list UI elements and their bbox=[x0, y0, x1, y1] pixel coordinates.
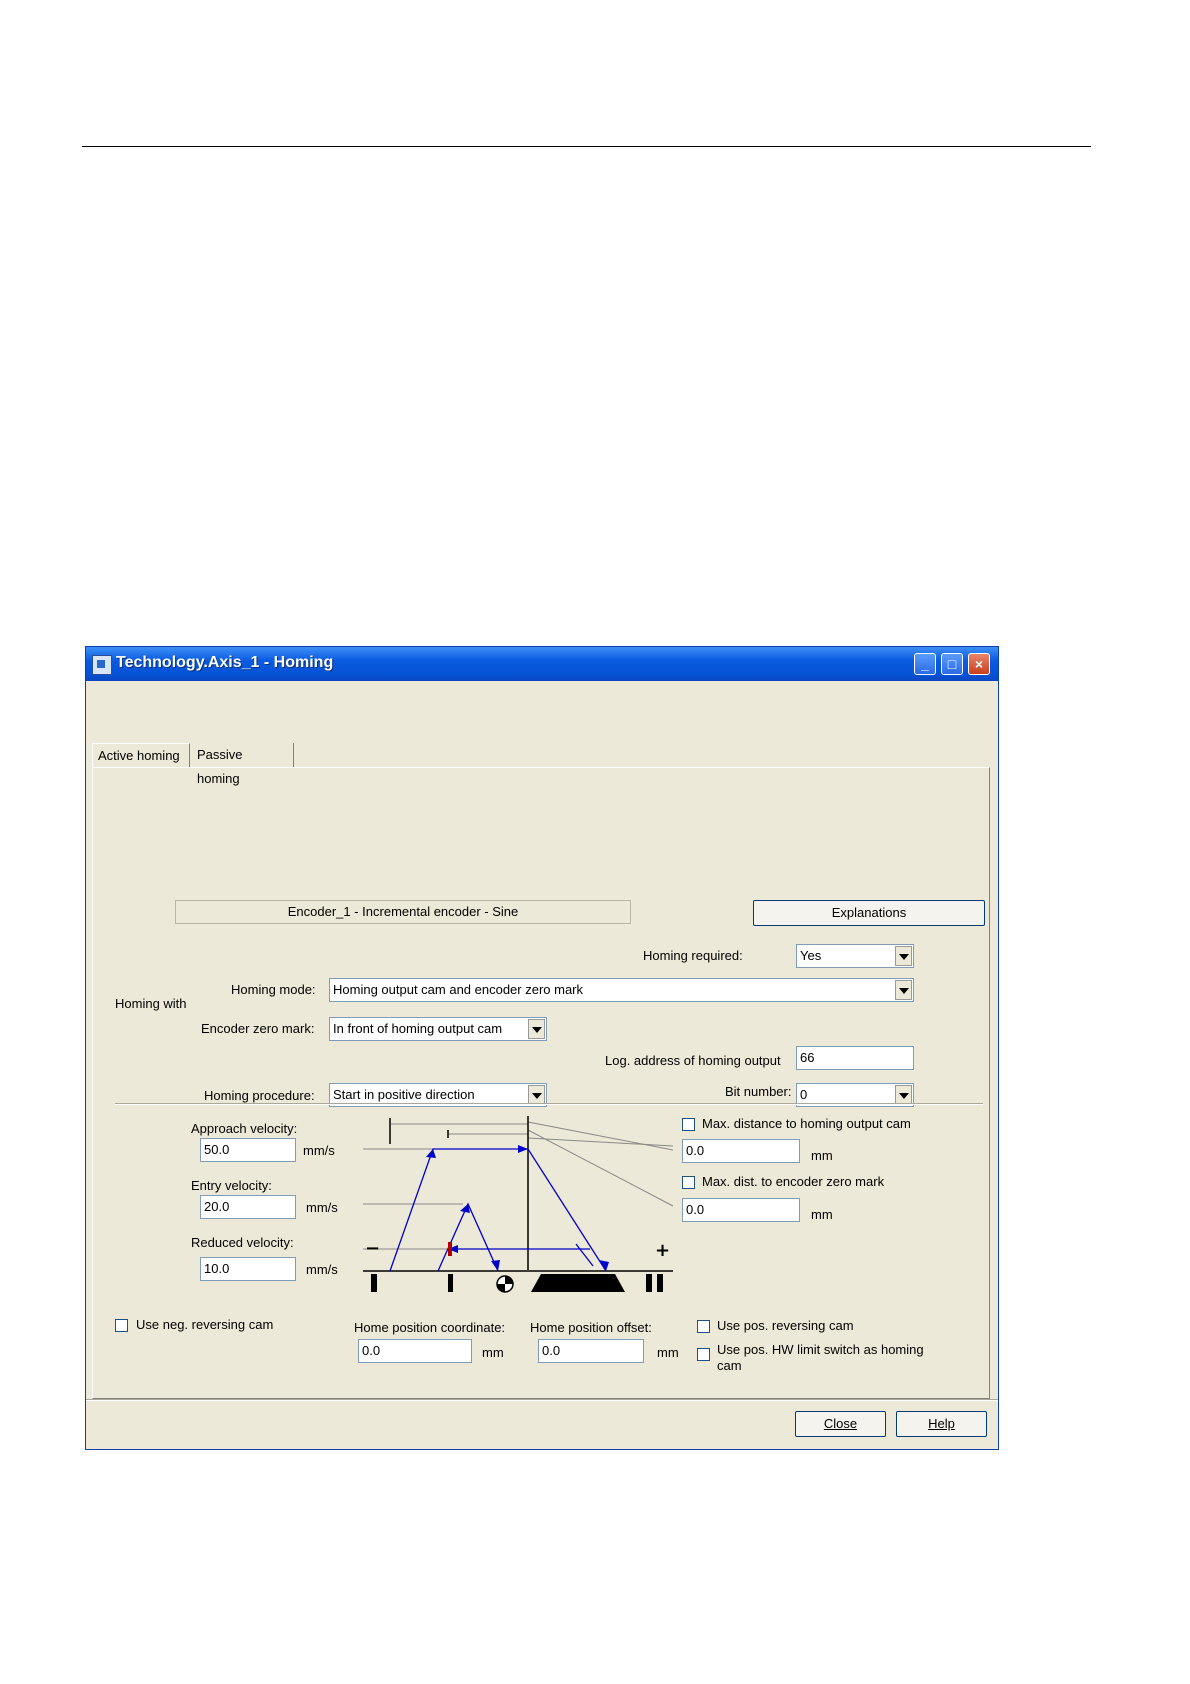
homing-mode-value: Homing output cam and encoder zero mark bbox=[333, 982, 584, 997]
reduced-velocity-unit: mm/s bbox=[306, 1262, 338, 1277]
tab-active-homing[interactable]: Active homing bbox=[92, 743, 190, 767]
encoder-zero-mark-label: Encoder zero mark: bbox=[201, 1021, 315, 1036]
footer-divider bbox=[86, 1399, 998, 1401]
diagram-arrowheads bbox=[426, 1145, 609, 1271]
close-button[interactable]: Close bbox=[795, 1411, 886, 1437]
bit-number-value: 0 bbox=[800, 1087, 808, 1102]
approach-velocity-input[interactable]: 50.0 bbox=[200, 1138, 296, 1162]
max-distance-zero-input[interactable]: 0.0 bbox=[682, 1198, 800, 1222]
help-button[interactable]: Help bbox=[896, 1411, 987, 1437]
home-position-offset-unit: mm bbox=[657, 1345, 679, 1360]
diagram-motion-arrows bbox=[389, 1148, 607, 1272]
page-header-rule bbox=[82, 146, 1091, 147]
homing-mode-select[interactable]: Homing output cam and encoder zero mark bbox=[329, 978, 914, 1002]
chevron-down-icon[interactable] bbox=[895, 1085, 912, 1105]
max-distance-cam-input[interactable]: 0.0 bbox=[682, 1139, 800, 1163]
use-neg-reversing-cam-checkbox[interactable] bbox=[115, 1319, 128, 1332]
window-title: Technology.Axis_1 - Homing bbox=[116, 654, 334, 671]
max-distance-cam-checkbox[interactable] bbox=[682, 1118, 695, 1131]
use-pos-hw-limit-checkbox[interactable] bbox=[697, 1348, 710, 1361]
home-position-offset-input[interactable]: 0.0 bbox=[538, 1339, 644, 1363]
diagram-zero-mark bbox=[448, 1242, 452, 1256]
max-distance-zero-unit: mm bbox=[811, 1207, 833, 1222]
bit-number-label: Bit number: bbox=[725, 1084, 792, 1099]
reduced-velocity-input[interactable]: 10.0 bbox=[200, 1257, 296, 1281]
tab-passive-homing[interactable]: Passive homing bbox=[192, 743, 294, 786]
chevron-down-icon[interactable] bbox=[895, 946, 912, 966]
home-position-coordinate-unit: mm bbox=[482, 1345, 504, 1360]
diagram-pos-limit-1 bbox=[646, 1274, 652, 1292]
chevron-down-icon[interactable] bbox=[895, 980, 912, 1000]
use-pos-hw-limit-label-line2: cam bbox=[717, 1358, 742, 1373]
help-button-label: Help bbox=[928, 1416, 955, 1431]
diagram-pos-limit-2 bbox=[657, 1274, 663, 1292]
homing-procedure-value: Start in positive direction bbox=[333, 1087, 475, 1102]
approach-velocity-unit: mm/s bbox=[303, 1143, 335, 1158]
approach-velocity-label: Approach velocity: bbox=[191, 1121, 298, 1136]
homing-mode-label: Homing mode: bbox=[231, 982, 316, 997]
diagram-neg-limit bbox=[371, 1274, 377, 1292]
use-pos-reversing-cam-checkbox[interactable] bbox=[697, 1320, 710, 1333]
max-distance-zero-checkbox[interactable] bbox=[682, 1176, 695, 1189]
homing-sequence-diagram: − + bbox=[363, 1116, 673, 1293]
log-address-input[interactable]: 66 bbox=[796, 1046, 914, 1070]
diagram-minus-sign: − bbox=[365, 1238, 380, 1259]
use-pos-reversing-cam-label: Use pos. reversing cam bbox=[717, 1318, 854, 1333]
chevron-down-icon[interactable] bbox=[528, 1085, 545, 1105]
diagram-homing-cam bbox=[531, 1274, 625, 1292]
max-distance-zero-label: Max. dist. to encoder zero mark bbox=[702, 1174, 885, 1189]
homing-required-label: Homing required: bbox=[643, 948, 743, 963]
use-pos-hw-limit-label-line1: Use pos. HW limit switch as homing bbox=[717, 1342, 924, 1357]
diagram-plus-sign: + bbox=[655, 1240, 670, 1261]
homing-dialog: Technology.Axis_1 - Homing _ □ × Active … bbox=[85, 646, 999, 1450]
active-homing-panel: Encoder_1 - Incremental encoder - Sine E… bbox=[92, 767, 990, 1399]
entry-velocity-input[interactable]: 20.0 bbox=[200, 1195, 296, 1219]
reduced-velocity-label: Reduced velocity: bbox=[191, 1235, 294, 1250]
homing-with-label: Homing with bbox=[115, 996, 187, 1011]
encoder-info: Encoder_1 - Incremental encoder - Sine bbox=[175, 900, 631, 924]
entry-velocity-unit: mm/s bbox=[306, 1200, 338, 1215]
diagram-guide-lines bbox=[363, 1121, 673, 1250]
section-divider bbox=[115, 1103, 983, 1105]
max-distance-cam-unit: mm bbox=[811, 1148, 833, 1163]
app-icon bbox=[92, 655, 112, 675]
diagram-encoder-zero-mark-fill bbox=[497, 1276, 513, 1292]
title-bar[interactable]: Technology.Axis_1 - Homing _ □ × bbox=[86, 647, 998, 681]
explanations-button[interactable]: Explanations bbox=[753, 900, 985, 926]
close-window-button[interactable]: × bbox=[968, 653, 990, 675]
homing-procedure-label: Homing procedure: bbox=[204, 1088, 315, 1103]
log-address-label: Log. address of homing output bbox=[605, 1053, 781, 1068]
encoder-zero-mark-value: In front of homing output cam bbox=[333, 1021, 503, 1036]
diagram-home-marker bbox=[448, 1274, 453, 1292]
use-neg-reversing-cam-label: Use neg. reversing cam bbox=[136, 1317, 274, 1332]
homing-required-select[interactable]: Yes bbox=[796, 944, 914, 968]
home-position-coordinate-input[interactable]: 0.0 bbox=[358, 1339, 472, 1363]
close-button-label: Close bbox=[823, 1416, 858, 1431]
encoder-zero-mark-select[interactable]: In front of homing output cam bbox=[329, 1017, 547, 1041]
max-distance-cam-label: Max. distance to homing output cam bbox=[702, 1116, 911, 1131]
home-position-coordinate-label: Home position coordinate: bbox=[354, 1320, 506, 1335]
chevron-down-icon[interactable] bbox=[528, 1019, 545, 1039]
home-position-offset-label: Home position offset: bbox=[530, 1320, 652, 1335]
entry-velocity-label: Entry velocity: bbox=[191, 1178, 272, 1193]
homing-required-value: Yes bbox=[800, 948, 822, 963]
minimize-button[interactable]: _ bbox=[914, 653, 936, 675]
maximize-button[interactable]: □ bbox=[941, 653, 963, 675]
